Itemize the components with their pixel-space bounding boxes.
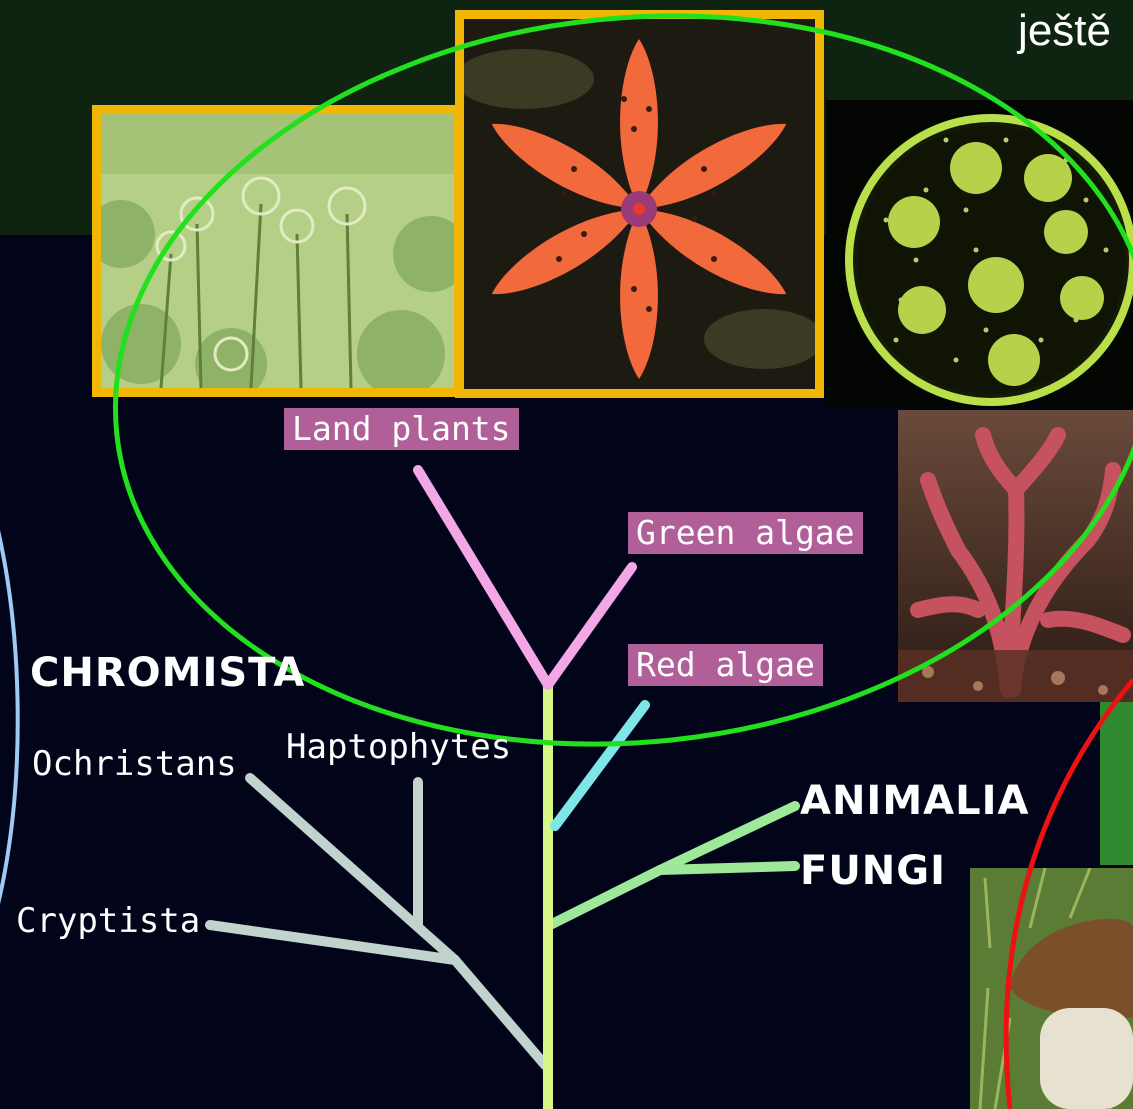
label-haptophytes: Haptophytes (286, 728, 511, 766)
label-land-plants: Land plants (284, 408, 519, 450)
label-animalia: ANIMALIA (800, 778, 1029, 824)
red-algae-branch (555, 705, 645, 826)
label-green-algae: Green algae (628, 512, 863, 554)
chromista-branches (210, 778, 545, 1065)
plant-branches (418, 470, 632, 685)
label-chromista: CHROMISTA (30, 650, 305, 696)
animal-fungi-branches (550, 806, 795, 925)
label-fungi: FUNGI (800, 848, 946, 894)
label-ochristans: Ochristans (32, 745, 237, 783)
fungi-arc (1006, 680, 1133, 1109)
label-cryptista: Cryptista (16, 902, 200, 940)
label-red-algae: Red algae (628, 644, 823, 686)
